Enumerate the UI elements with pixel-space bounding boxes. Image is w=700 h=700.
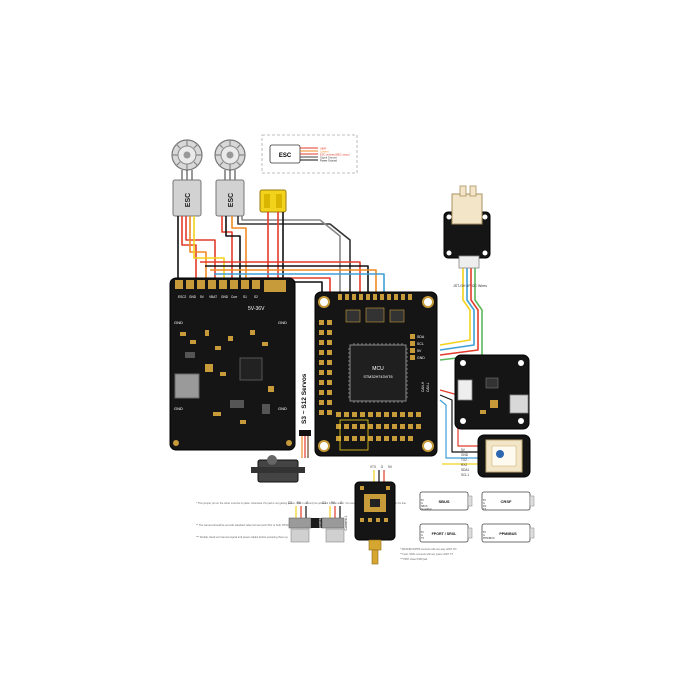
esc-legend-line-5: Power Ground xyxy=(320,159,337,163)
vtx-pin-vtx: VTX xyxy=(370,465,377,469)
gps-pin-sda1: SDA1 xyxy=(461,468,470,472)
receiver-ppm-pin-ppm: PPM/IBUS xyxy=(483,537,495,540)
flight-controller: MCU STM32H743VIT6 SDA SCL 5V GND CAN-H C… xyxy=(314,291,438,457)
camera-1-pin-g: G xyxy=(340,501,343,505)
pdb-pad-6: Curr xyxy=(231,295,238,299)
gps-pin-scl1: SCL1 xyxy=(461,473,469,477)
receiver-note-2: ** Fport, SRXL connects with any spare U… xyxy=(400,553,454,556)
esc-2: ESC xyxy=(215,179,245,217)
fc-can-l: CAN-L xyxy=(426,382,430,392)
pdb-pad-7: S1 xyxy=(243,295,247,299)
pdb-gnd-bottom-right: GND xyxy=(278,406,287,411)
receiver-crsf-pin-tx: TX xyxy=(483,508,486,511)
receiver-fport-pin-g: G xyxy=(421,534,423,537)
note-2: ** The camera should be set with standar… xyxy=(196,523,290,527)
note-3: *** Double check set Camera signal and p… xyxy=(196,535,289,539)
vtx-module: VTX G 9V xyxy=(354,465,396,565)
fc-pad-scl: SCL xyxy=(417,342,424,346)
camera-2-pin-c2: C2 xyxy=(288,501,292,505)
receiver-sbus-pin-sbus: SBUS xyxy=(421,505,428,508)
receiver-ppm-title: PPM/IBUS xyxy=(499,532,517,536)
camera-2: C2 9V G Camera 2 xyxy=(288,501,325,543)
motor-1 xyxy=(171,139,203,171)
esc-2-label: ESC xyxy=(228,193,235,207)
gps-pin-5v: 5V xyxy=(461,448,466,452)
camera-1-label: Camera 1 xyxy=(344,515,348,530)
note-1: * This jumper pin on the silver must be … xyxy=(196,501,407,505)
pdb-pad-4: VBAT xyxy=(209,295,217,299)
airspeed-caption: JST-GH 4P I2C Wires xyxy=(453,284,487,288)
receiver-sbus: SBUS 5V G SBUS SmartPort xyxy=(419,491,473,511)
pdb-pad-1: ESC2 xyxy=(178,295,187,299)
receiver-fport-pin-5v: 5V xyxy=(421,531,424,534)
fc-pad-gnd: GND xyxy=(417,356,425,360)
receiver-note-3: *** PPM, share PWM pad xyxy=(400,558,428,561)
gps-module: 5V GND TX2 RX2 SDA1 SCL1 xyxy=(461,434,531,478)
receiver-crsf: CRSF 5V G RX TX xyxy=(481,491,535,511)
receiver-sbus-pin-smartport: SmartPort xyxy=(421,508,432,511)
power-distribution-board: ESC2 GND 5V VBAT GND Curr S1 S2 5V-36V G… xyxy=(169,277,296,451)
mcu-label: MCU xyxy=(372,366,384,372)
receiver-note-1: * SBUS/IBUS/PPM connects with one-way UA… xyxy=(400,548,457,551)
receiver-ppm: PPM/IBUS 5V G PPM/IBUS xyxy=(481,523,535,543)
receiver-ppm-pin-5v: 5V xyxy=(483,531,486,534)
notes: * This jumper pin on the silver must be … xyxy=(196,501,407,539)
camera-2-pin-9v: 9V xyxy=(297,501,302,505)
esc-1-label: ESC xyxy=(185,193,192,207)
receiver-sbus-pin-g: G xyxy=(421,502,423,505)
vtx-pin-9v: 9V xyxy=(388,465,393,469)
vtx-pin-g: G xyxy=(381,465,384,469)
esc-legend-line-3: ESC onboard BEC output xyxy=(320,153,350,157)
receiver-ppm-pin-g: G xyxy=(483,534,485,537)
gps-pin-rx2: RX2 xyxy=(461,463,467,467)
pdb-gnd-right: GND xyxy=(278,320,287,325)
pdb-regulator xyxy=(239,357,263,381)
pdb-gnd-bottom-left: GND xyxy=(174,406,183,411)
motor-2 xyxy=(214,139,246,171)
servo-label: S3 ~ S12 Servos xyxy=(301,373,308,424)
battery-connector xyxy=(259,189,287,213)
esc-legend-label: ESC xyxy=(279,153,292,159)
servo xyxy=(251,430,311,483)
receiver-fport-pin-tx: TX xyxy=(421,537,424,540)
pdb-inductor xyxy=(174,373,200,399)
camera-2-pin-g: G xyxy=(306,501,309,505)
receiver-notes: * SBUS/IBUS/PPM connects with one-way UA… xyxy=(400,548,457,561)
pdb-pad-3: 5V xyxy=(200,295,205,299)
camera-2-label: Camera 2 xyxy=(318,515,322,530)
esc-legend: ESC VBAT Current ESC onboard BEC output … xyxy=(261,134,358,174)
mcu-part: STM32H743VIT6 xyxy=(363,375,392,379)
receiver-crsf-pin-rx: RX xyxy=(483,505,487,508)
receiver-crsf-title: CRSF xyxy=(501,499,512,504)
receiver-sbus-title: SBUS xyxy=(438,499,449,504)
can-module xyxy=(454,354,530,430)
gps-pin-gnd: GND xyxy=(461,453,469,457)
fc-pad-sda: SDA xyxy=(417,335,425,339)
airspeed-sensor: JST-GH 4P I2C Wires xyxy=(443,185,491,288)
receiver-sbus-pin-5v: 5V xyxy=(421,499,424,502)
camera-1-pin-9v: 9V xyxy=(331,501,336,505)
pdb-pad-2: GND xyxy=(189,295,197,299)
receiver-fport-title: FPORT / SRXL xyxy=(432,532,458,536)
pdb-pad-8: S2 xyxy=(254,295,258,299)
receiver-crsf-pin-g: G xyxy=(483,502,485,505)
gps-pin-tx2: TX2 xyxy=(461,458,467,462)
esc-legend-line-1: VBAT xyxy=(320,147,327,151)
esc-1: ESC xyxy=(172,179,202,217)
pdb-pad-5: GND xyxy=(221,295,229,299)
pdb-gnd-left: GND xyxy=(174,320,183,325)
fc-pad-5v: 5V xyxy=(417,349,422,353)
receiver-crsf-pin-5v: 5V xyxy=(483,499,486,502)
pdb-pads xyxy=(175,280,286,292)
esc-legend-line-4: Signal Ground xyxy=(320,156,337,160)
receiver-fport: FPORT / SRXL 5V G TX xyxy=(419,523,473,543)
esc-legend-line-2: Current xyxy=(320,150,329,154)
camera-1: C1 9V G Camera 1 xyxy=(321,501,348,543)
fc-can-h: CAN-H xyxy=(421,381,425,392)
pdb-input-voltage: 5V-36V xyxy=(248,306,265,312)
camera-1-pin-c1: C1 xyxy=(322,501,326,505)
